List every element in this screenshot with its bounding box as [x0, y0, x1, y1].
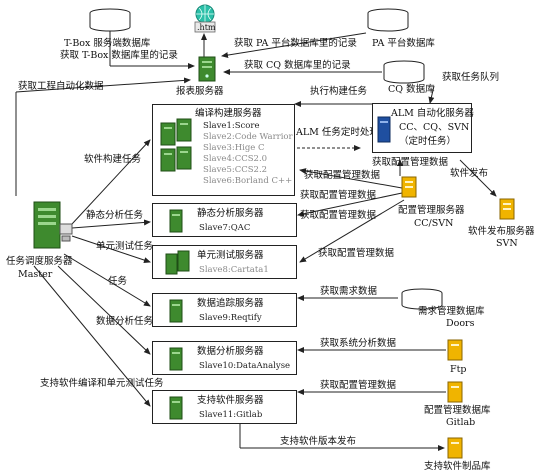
sys-data-label: 获取系统分析数据	[320, 338, 397, 349]
alm-server-box: ALM 自动化服务器 CC、CQ、SVN （定时任务）	[372, 103, 474, 153]
tbox-records-label: 获取 T-Box 数据库里的记录	[60, 50, 178, 61]
server-icon	[198, 56, 216, 82]
pa-db-label: PA 平台数据库	[372, 38, 435, 49]
req-db-label: 需求管理数据库	[418, 306, 485, 317]
support-box: 支持软件服务器 Slave11:Gitlab	[152, 390, 297, 424]
static-analysis-box: 静态分析服务器 Slave7:QAC	[152, 203, 297, 237]
htm-label: .htm	[197, 23, 216, 32]
build-slave-2: Slave2:Code Warrior	[203, 132, 293, 142]
ftp-folder-icon	[447, 339, 463, 361]
support-box-slave: Slave11:Gitlab	[199, 410, 263, 420]
unit-test-box: 单元测试服务器 Slave8:Cartata1	[152, 245, 297, 279]
build-box-title: 编译构建服务器	[195, 108, 262, 119]
server-icon	[169, 396, 183, 420]
static-box-title: 静态分析服务器	[197, 208, 264, 219]
task-data-label: 数据分析任务	[96, 316, 154, 327]
build-slave-1: Slave1:Score	[203, 121, 260, 131]
alm-get-cfg-label: 获取配置管理数据	[372, 157, 449, 168]
product-folder-icon	[447, 437, 463, 459]
req-database-icon	[401, 288, 443, 310]
unit-box-title: 单元测试服务器	[197, 250, 264, 261]
build-server-box: 编译构建服务器 Slave1:Score Slave2:Code Warrior…	[152, 104, 295, 196]
config-get-3: 获取配置管理数据	[300, 210, 377, 221]
globe-icon	[194, 4, 216, 33]
trace-box-title: 数据追踪服务器	[197, 298, 264, 309]
config-server-sub: CC/SVN	[414, 218, 454, 229]
release-svn-label: SVN	[496, 238, 518, 249]
analysis-box-slave: Slave10:DataAnalyse	[199, 361, 291, 371]
task-static-label: 静态分析任务	[86, 210, 144, 221]
config-server-label: 配置管理服务器	[398, 205, 465, 216]
server-icon	[169, 299, 183, 323]
alm-line3: （定时任务）	[399, 136, 457, 147]
cq-queue-label: 获取任务队列	[442, 72, 500, 83]
config-get-4: 获取配置管理数据	[318, 248, 395, 259]
static-box-slave: Slave7:QAC	[199, 223, 251, 233]
build-slave-6: Slave6:Borland C++	[203, 176, 293, 186]
support-box-title: 支持软件服务器	[197, 395, 264, 406]
build-slave-3: Slave3:Hige C	[203, 143, 265, 153]
pa-database-icon	[367, 8, 409, 32]
report-server-label: 报表服务器	[176, 86, 224, 97]
analysis-box: 数据分析服务器 Slave10:DataAnalyse	[152, 341, 297, 375]
htm-document: .htm	[191, 4, 219, 34]
task-support-label: 支持软件编译和单元测试任务	[40, 378, 164, 389]
trace-box-slave: Slave9:Reqtify	[199, 313, 262, 323]
alm-timer-label: ALM 任务定时处理	[296, 127, 379, 138]
task-build-label: 软件构建任务	[84, 154, 142, 165]
exec-task-label: 执行构建任务	[310, 86, 368, 97]
master-server-icon	[33, 201, 73, 249]
cq-database-icon	[383, 60, 425, 84]
alm-server-icon	[377, 116, 391, 143]
release-support-label: 支持软件版本发布	[280, 436, 357, 447]
cq-db-label: CQ 数据库	[388, 84, 435, 95]
config-get-1: 获取配置管理数据	[304, 170, 381, 181]
release-server-label: 软件发布服务器	[468, 226, 535, 237]
auto-data-label: 获取工程自动化数据	[18, 81, 104, 92]
report-server	[194, 56, 220, 88]
server-icon	[169, 209, 183, 233]
req-data-label: 获取需求数据	[320, 286, 378, 297]
doors-label: Doors	[446, 318, 475, 329]
gitlab-label: Gitlab	[446, 417, 476, 428]
cfg-db-label: 配置管理数据库	[424, 405, 491, 416]
server-cluster-icon	[165, 250, 190, 275]
build-slave-4: Slave4:CCS2.0	[203, 154, 268, 164]
tbox-db-label: T-Box 服务端数据库	[64, 38, 151, 49]
server-cluster-icon	[160, 118, 192, 172]
cfg-db-get-label: 获取配置管理数据	[320, 380, 397, 391]
config-get-2: 获取配置管理数据	[300, 190, 377, 201]
trace-box: 数据追踪服务器 Slave9:Reqtify	[152, 293, 297, 327]
pa-records-label: 获取 PA 平台数据库里的记录	[234, 38, 357, 49]
tbox-database-icon	[89, 8, 131, 32]
alm-title: ALM 自动化服务器	[391, 108, 474, 119]
product-db-label: 支持软件制品库	[424, 461, 491, 472]
cq-records-label: 获取 CQ 数据库里的记录	[244, 60, 351, 71]
build-slave-5: Slave5:CCS2.2	[203, 165, 268, 175]
master-label: 任务调度服务器	[6, 256, 73, 267]
unit-box-slave: Slave8:Cartata1	[199, 265, 269, 275]
gitlab-folder-icon	[447, 381, 463, 403]
alm-line2: CC、CQ、SVN	[399, 122, 470, 133]
server-icon	[169, 347, 183, 371]
release-label: 软件发布	[450, 168, 489, 179]
task-generic-label: 任务	[108, 276, 128, 287]
config-folder-icon	[401, 176, 417, 198]
release-folder-icon	[499, 198, 515, 220]
task-unit-label: 单元测试任务	[96, 241, 154, 252]
master-sub: Master	[18, 269, 53, 280]
analysis-box-title: 数据分析服务器	[197, 346, 264, 357]
ftp-label: Ftp	[450, 364, 467, 375]
